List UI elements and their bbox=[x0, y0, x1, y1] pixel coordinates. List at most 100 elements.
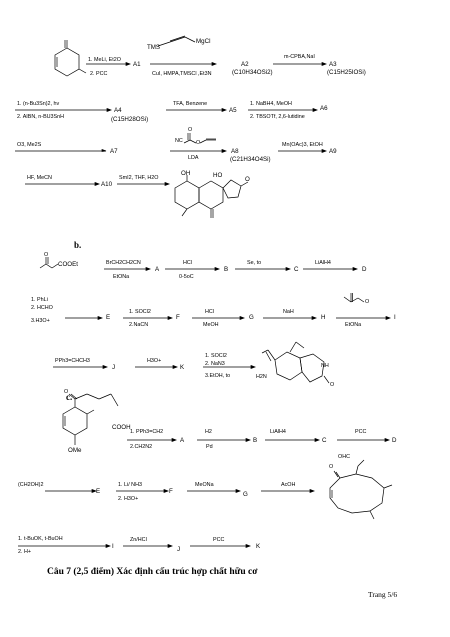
compound-b-I: I bbox=[394, 314, 396, 321]
enone-o-label: O bbox=[329, 464, 334, 470]
a1-reagent-top: 1. MeLi, Et2O bbox=[88, 57, 121, 63]
b5-reagent-2: 2. HCHO bbox=[31, 305, 53, 311]
keto-ester-structure bbox=[39, 257, 59, 269]
ome-label: OMe bbox=[68, 447, 82, 454]
c10-reagent-top: Zn/HCl bbox=[130, 537, 147, 543]
c1-reagent-top: 1. PPh3=CH2 bbox=[130, 429, 164, 435]
c1-reagent-bottom: 2.CH2N2 bbox=[130, 444, 153, 450]
compound-c-G: G bbox=[243, 491, 248, 498]
cyclodecenone-structure bbox=[329, 459, 393, 520]
ohc-label: OHC bbox=[338, 454, 350, 460]
a2-reagent-bottom: CuI, HMPA,TMSCl ,Et3N bbox=[152, 71, 212, 77]
keto-o-label: O bbox=[44, 252, 49, 258]
a3-reagent-top: m-CPBA,NaI bbox=[284, 54, 315, 60]
A8-formula: (C21H34O4Si) bbox=[230, 156, 271, 163]
part-c-label: c. bbox=[66, 392, 73, 402]
compound-c-C: C bbox=[322, 437, 327, 444]
c7-reagent-top: MeONa bbox=[195, 482, 214, 488]
compound-b-C: C bbox=[294, 266, 299, 273]
b12-reagent-1: 1. SOCl2 bbox=[205, 353, 227, 359]
a11-reagent-top: SmI2, THF, H2O bbox=[119, 175, 159, 181]
b2-reagent-top: HCl bbox=[183, 260, 192, 266]
product-oh-label: OH bbox=[181, 170, 191, 177]
compound-b-E: E bbox=[106, 314, 111, 321]
b5-reagent-3: 3.H3O+ bbox=[31, 318, 50, 324]
b10-reagent-top: PPh3=CHCH3 bbox=[55, 358, 90, 364]
b8-reagent-top: NaH bbox=[283, 309, 294, 315]
cooh-label: COOH bbox=[112, 424, 131, 431]
compound-b-A: A bbox=[155, 266, 160, 273]
c2-reagent-bottom: Pd bbox=[206, 444, 213, 450]
c9-reagent-bottom: 2. H+ bbox=[18, 549, 32, 555]
compound-b-J: J bbox=[112, 364, 116, 371]
a8-ester-o: O bbox=[196, 140, 201, 146]
compound-b-D: D bbox=[362, 266, 367, 273]
methacrolein-structure bbox=[343, 293, 365, 303]
tms-label: TMS bbox=[147, 44, 161, 51]
a6-reagent-bottom: 2. TBSOTf, 2,6-lutidine bbox=[250, 114, 305, 120]
compound-A7: A7 bbox=[110, 148, 118, 155]
question-heading: Câu 7 (2,5 điểm) Xác định cấu trúc hợp c… bbox=[47, 567, 258, 577]
a8-carbonyl-o: O bbox=[188, 127, 193, 133]
c5-reagent-top: (CH2OH)2 bbox=[18, 482, 44, 488]
b7-reagent-top: HCl bbox=[205, 309, 214, 315]
tms-alkyne-grignard bbox=[157, 35, 196, 47]
c6-reagent-bottom: 2. H3O+ bbox=[118, 496, 139, 502]
a4-reagent-bottom: 2. AIBN, n-BU3SnH bbox=[17, 114, 65, 120]
compound-A3: A3 bbox=[329, 61, 337, 68]
b12-reagent-2: 2. NaN3 bbox=[205, 361, 225, 367]
b4-reagent-top: LiAlH4 bbox=[315, 260, 331, 266]
compound-A9: A9 bbox=[329, 148, 337, 155]
a10-reagent-top: HF, MeCN bbox=[27, 175, 52, 181]
product-o-label: O bbox=[245, 176, 250, 183]
A3-formula: (C15H25IOSi) bbox=[327, 69, 366, 76]
huperzine-h2n: H2N bbox=[256, 374, 267, 380]
compound-b-K: K bbox=[180, 364, 185, 371]
lactone-product-structure bbox=[174, 175, 249, 218]
compound-c-J: J bbox=[177, 546, 181, 553]
compound-A10: A10 bbox=[101, 181, 113, 188]
a9-reagent-top: Mn(OAc)3, EtOH bbox=[282, 142, 323, 148]
compound-c-A: A bbox=[180, 437, 185, 444]
c3-reagent-top: LiAlH4 bbox=[270, 429, 286, 435]
a7-reagent-top: O3, Me2S bbox=[17, 142, 42, 148]
c8-reagent-top: AcOH bbox=[281, 482, 296, 488]
compound-A5: A5 bbox=[229, 107, 237, 114]
compound-b-B: B bbox=[224, 266, 229, 273]
propargyl-cyanoformate bbox=[183, 133, 216, 144]
b11-reagent-top: H3O+ bbox=[147, 358, 162, 364]
methacrolein-o: O bbox=[365, 299, 370, 305]
a4-reagent-top: 1. (n-Bu3Sn)2, hv bbox=[17, 101, 60, 107]
a5-reagent-top: TFA, Benzene bbox=[173, 101, 208, 107]
compound-A4: A4 bbox=[114, 107, 122, 114]
a8-reagent-nc: NC bbox=[175, 138, 183, 144]
compound-A2: A2 bbox=[241, 61, 249, 68]
compound-A6: A6 bbox=[320, 105, 328, 112]
b5-reagent-1: 1. PhLi bbox=[31, 297, 48, 303]
start-cooet: COOEt bbox=[58, 261, 78, 268]
a8-reagent-bottom: LDA bbox=[188, 155, 199, 161]
compound-c-B: B bbox=[253, 437, 258, 444]
A2-formula: (C10H34OSi2) bbox=[232, 69, 273, 76]
b6-reagent-bottom: 2.NaCN bbox=[129, 322, 149, 328]
compound-c-D: D bbox=[392, 437, 397, 444]
compound-A1: A1 bbox=[133, 61, 141, 68]
compound-c-E: E bbox=[96, 488, 101, 495]
A4-formula: (C15H28OSi) bbox=[111, 116, 149, 123]
b2-reagent-bottom: 0-5oC bbox=[179, 274, 194, 280]
b12-reagent-3: 3.EtOH, to bbox=[205, 373, 231, 379]
huperzine-o: O bbox=[330, 382, 335, 388]
b7-reagent-bottom: MeOH bbox=[203, 322, 219, 328]
product-ho-label: HO bbox=[213, 172, 223, 179]
cyclohexenone-structure bbox=[54, 40, 87, 77]
a6-reagent-top: 1. NaBH4, MeOH bbox=[250, 101, 292, 107]
c9-reagent-top: 1. t-BuOK, t-BuOH bbox=[18, 536, 63, 542]
b6-reagent-top: 1. SOCl2 bbox=[129, 309, 151, 315]
compound-b-H: H bbox=[321, 314, 326, 321]
c4-reagent-top: PCC bbox=[355, 429, 367, 435]
huperzine-nh: NH bbox=[321, 363, 329, 369]
aryl-keto-acid-structure bbox=[62, 393, 119, 445]
compound-c-I: I bbox=[112, 543, 114, 550]
c11-reagent-top: PCC bbox=[213, 537, 225, 543]
